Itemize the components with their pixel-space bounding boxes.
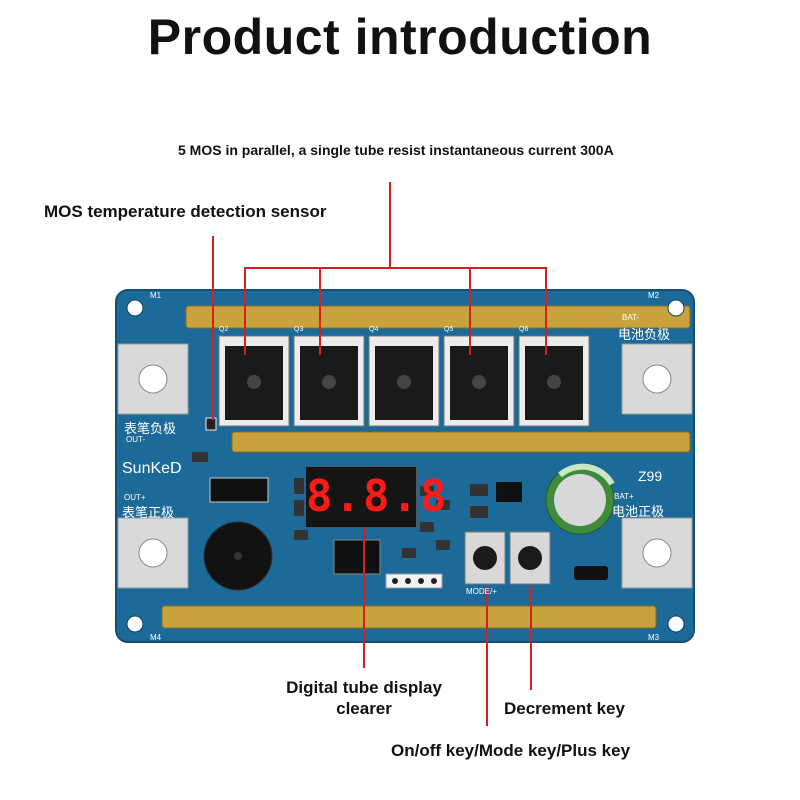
temperature-sensor bbox=[205, 417, 217, 431]
terminal-bat-pos bbox=[621, 517, 693, 589]
mosfet-q4 bbox=[368, 335, 440, 427]
label-q4: Q4 bbox=[369, 326, 379, 333]
mosfet-q6 bbox=[518, 335, 590, 427]
callout-onoff-key: On/off key/Mode key/Plus key bbox=[391, 741, 631, 760]
label-q3: Q3 bbox=[294, 326, 304, 333]
label-m2: M2 bbox=[648, 291, 660, 300]
transistor bbox=[496, 482, 522, 502]
callout-mos-parallel: 5 MOS in parallel, a single tube resist … bbox=[178, 142, 614, 158]
callout-display-line1: Digital tube display bbox=[286, 678, 442, 697]
brand-label: SunKeD bbox=[122, 460, 182, 477]
label-bat-neg: BAT- bbox=[622, 313, 640, 322]
copper-bar-top bbox=[185, 305, 691, 329]
callout-temp-sensor: MOS temperature detection sensor bbox=[44, 202, 327, 221]
copper-bar-bottom bbox=[161, 605, 657, 629]
label-out-pos-cn: 表笔正极 bbox=[122, 505, 175, 520]
terminal-out-pos bbox=[117, 517, 189, 589]
label-m1: M1 bbox=[150, 291, 162, 300]
decrement-button bbox=[509, 531, 551, 585]
driver-ic bbox=[333, 539, 381, 575]
label-bat-pos: BAT+ bbox=[614, 492, 634, 501]
label-q2: Q2 bbox=[219, 326, 229, 333]
mode-plus-button bbox=[464, 531, 506, 585]
mount-hole-m3 bbox=[667, 615, 685, 633]
mosfet-q3 bbox=[293, 335, 365, 427]
label-m4: M4 bbox=[150, 633, 162, 642]
label-bat-pos-cn: 电池正极 bbox=[612, 504, 665, 519]
model-label: Z99 bbox=[638, 468, 663, 484]
label-q5: Q5 bbox=[444, 326, 454, 333]
label-out-pos: OUT+ bbox=[124, 493, 146, 502]
mount-hole-m1 bbox=[126, 299, 144, 317]
terminal-out-neg bbox=[117, 343, 189, 415]
label-out-neg-cn: 表笔负极 bbox=[124, 421, 177, 436]
terminal-bat-neg bbox=[621, 343, 693, 415]
mount-hole-m2 bbox=[667, 299, 685, 317]
buzzer bbox=[203, 521, 273, 591]
smd-ic bbox=[209, 477, 269, 503]
label-out-neg: OUT- bbox=[126, 435, 146, 444]
mosfet-q5 bbox=[443, 335, 515, 427]
label-mode: MODE/+ bbox=[466, 587, 497, 596]
mount-hole-m4 bbox=[126, 615, 144, 633]
callout-lines bbox=[212, 182, 547, 726]
electrolytic-capacitor bbox=[545, 463, 615, 535]
callout-decrement-key: Decrement key bbox=[504, 699, 625, 718]
page-title: Product introduction bbox=[147, 9, 653, 65]
display-value: 8.8.8 bbox=[306, 471, 449, 522]
mosfet-q2 bbox=[218, 335, 290, 427]
pin-header bbox=[385, 573, 443, 589]
label-bat-neg-cn: 电池负极 bbox=[618, 327, 671, 342]
copper-bar-middle bbox=[231, 431, 691, 453]
digital-tube-display: 8.8.8 bbox=[305, 466, 449, 528]
callout-display-line2: clearer bbox=[336, 699, 392, 718]
label-m3: M3 bbox=[648, 633, 660, 642]
label-q6: Q6 bbox=[519, 326, 529, 333]
